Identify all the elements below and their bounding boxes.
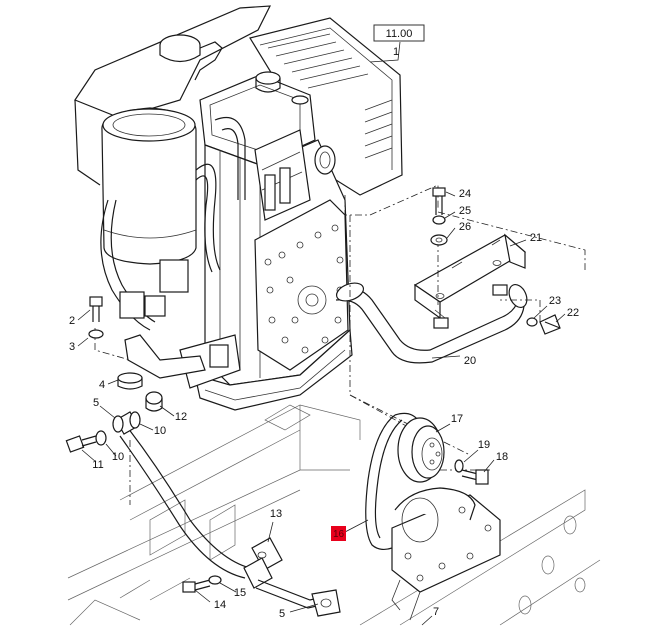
callout-15: 15: [234, 587, 246, 599]
callout-19: 19: [478, 439, 490, 451]
callout-13: 13: [270, 508, 282, 520]
highlight-label-16[interactable]: 16: [331, 526, 346, 541]
bolt-14: [182, 579, 211, 593]
bolt-22: [539, 314, 561, 335]
washer-10b: [95, 430, 107, 446]
callout-22: 22: [567, 307, 579, 319]
callout-16: 16: [333, 529, 345, 540]
clamp-13: [243, 537, 283, 589]
callout-3: 3: [69, 341, 75, 353]
callout-21: 21: [530, 232, 542, 244]
chassis-frame: [67, 404, 601, 626]
callout-7: 7: [433, 606, 439, 618]
washer-25: [432, 215, 446, 225]
washer-23: [526, 317, 538, 327]
bolt-11: [65, 435, 97, 453]
bracket-21: [413, 233, 527, 329]
leader-lines: [77, 41, 566, 626]
callout-10a: 10: [154, 425, 166, 437]
pump-drive-housing: [391, 487, 501, 621]
callout-26: 26: [459, 221, 471, 233]
washer-3: [88, 329, 104, 339]
callout-20: 20: [464, 355, 476, 367]
engine-assembly: [74, 5, 403, 411]
callout-4: 4: [99, 379, 105, 391]
washer-19: [454, 459, 464, 473]
callout-24: 24: [459, 188, 471, 200]
callout-10b: 10: [112, 451, 124, 463]
bolt-2: [89, 296, 103, 322]
callout-14: 14: [214, 599, 226, 611]
callout-2: 2: [69, 315, 75, 327]
callout-23: 23: [549, 295, 561, 307]
callout-12: 12: [175, 411, 187, 423]
callout-5b: 5: [279, 608, 285, 620]
callout-25: 25: [459, 205, 471, 217]
drain-hose-5: [112, 411, 251, 579]
mount-4: [117, 372, 143, 390]
callout-5a: 5: [93, 397, 99, 409]
bolt-24: [432, 187, 446, 215]
pulley-17: [397, 417, 445, 483]
spacer-26: [430, 234, 448, 246]
washer-15: [208, 575, 222, 585]
callouts: 1 2 3 4 5 5 7 10 10 11 12 13 14 15 17 18…: [69, 46, 579, 620]
fitting-12: [145, 391, 163, 412]
drain-valve: [255, 579, 341, 617]
callout-1: 1: [393, 46, 399, 58]
callout-18: 18: [496, 451, 508, 463]
callout-17: 17: [451, 413, 463, 425]
washer-10a: [129, 411, 141, 429]
bolt-18: [461, 469, 489, 485]
group-label-box: 11.00: [373, 24, 425, 42]
group-label: 11.00: [386, 28, 413, 40]
callout-11: 11: [92, 459, 103, 471]
